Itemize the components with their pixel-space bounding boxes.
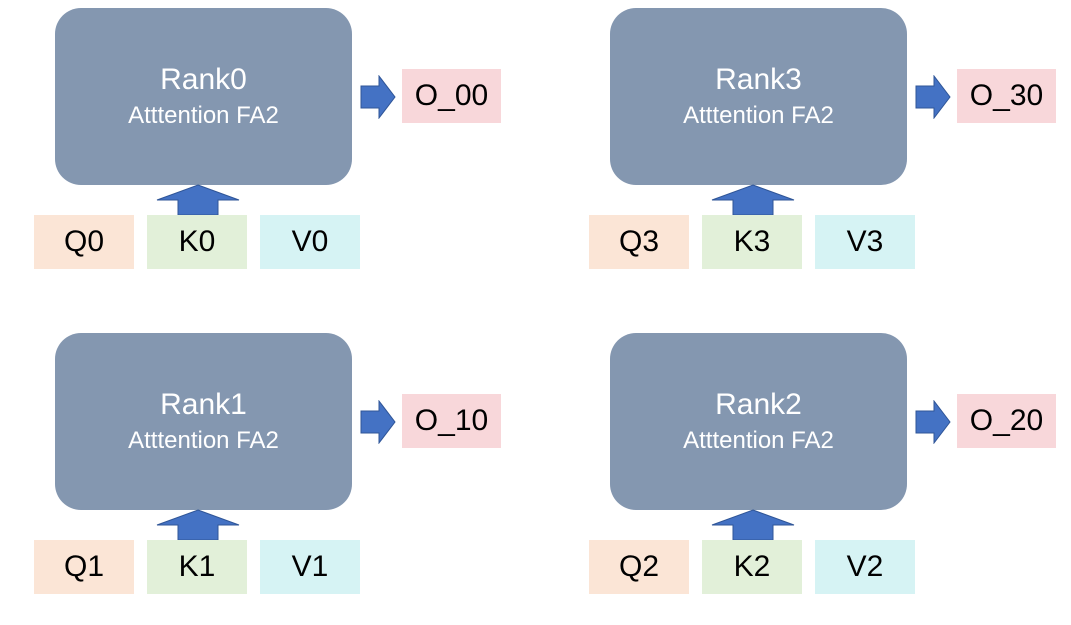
arrow-up-icon bbox=[156, 184, 240, 216]
k-box: K0 bbox=[147, 215, 247, 269]
arrow-right-icon bbox=[360, 400, 396, 444]
rank-box: Rank0 Atttention FA2 bbox=[55, 8, 352, 185]
panel-rank0: Rank0 Atttention FA2 O_00 Q0 K0 V0 bbox=[0, 0, 520, 300]
output-box: O_10 bbox=[402, 394, 501, 448]
output-box: O_20 bbox=[957, 394, 1056, 448]
arrow-right-icon bbox=[360, 75, 396, 119]
v-box: V2 bbox=[815, 540, 915, 594]
rank-box: Rank1 Atttention FA2 bbox=[55, 333, 352, 510]
q-box: Q2 bbox=[589, 540, 689, 594]
arrow-up-icon bbox=[711, 184, 795, 216]
output-box: O_30 bbox=[957, 69, 1056, 123]
arrow-right-icon bbox=[915, 75, 951, 119]
attention-label: Atttention FA2 bbox=[683, 101, 834, 129]
rank-title: Rank1 bbox=[160, 387, 247, 421]
arrow-up-icon bbox=[711, 509, 795, 541]
q-box: Q1 bbox=[34, 540, 134, 594]
arrow-up-icon bbox=[156, 509, 240, 541]
panel-rank1: Rank1 Atttention FA2 O_10 Q1 K1 V1 bbox=[0, 325, 520, 625]
v-box: V1 bbox=[260, 540, 360, 594]
rank-title: Rank0 bbox=[160, 62, 247, 96]
panel-rank3: Rank3 Atttention FA2 O_30 Q3 K3 V3 bbox=[555, 0, 1071, 300]
output-box: O_00 bbox=[402, 69, 501, 123]
q-box: Q3 bbox=[589, 215, 689, 269]
v-box: V0 bbox=[260, 215, 360, 269]
attention-label: Atttention FA2 bbox=[128, 101, 279, 129]
k-box: K1 bbox=[147, 540, 247, 594]
arrow-right-icon bbox=[915, 400, 951, 444]
rank-title: Rank3 bbox=[715, 62, 802, 96]
k-box: K3 bbox=[702, 215, 802, 269]
k-box: K2 bbox=[702, 540, 802, 594]
q-box: Q0 bbox=[34, 215, 134, 269]
attention-label: Atttention FA2 bbox=[683, 426, 834, 454]
rank-box: Rank2 Atttention FA2 bbox=[610, 333, 907, 510]
panel-rank2: Rank2 Atttention FA2 O_20 Q2 K2 V2 bbox=[555, 325, 1071, 625]
rank-title: Rank2 bbox=[715, 387, 802, 421]
v-box: V3 bbox=[815, 215, 915, 269]
rank-box: Rank3 Atttention FA2 bbox=[610, 8, 907, 185]
attention-label: Atttention FA2 bbox=[128, 426, 279, 454]
